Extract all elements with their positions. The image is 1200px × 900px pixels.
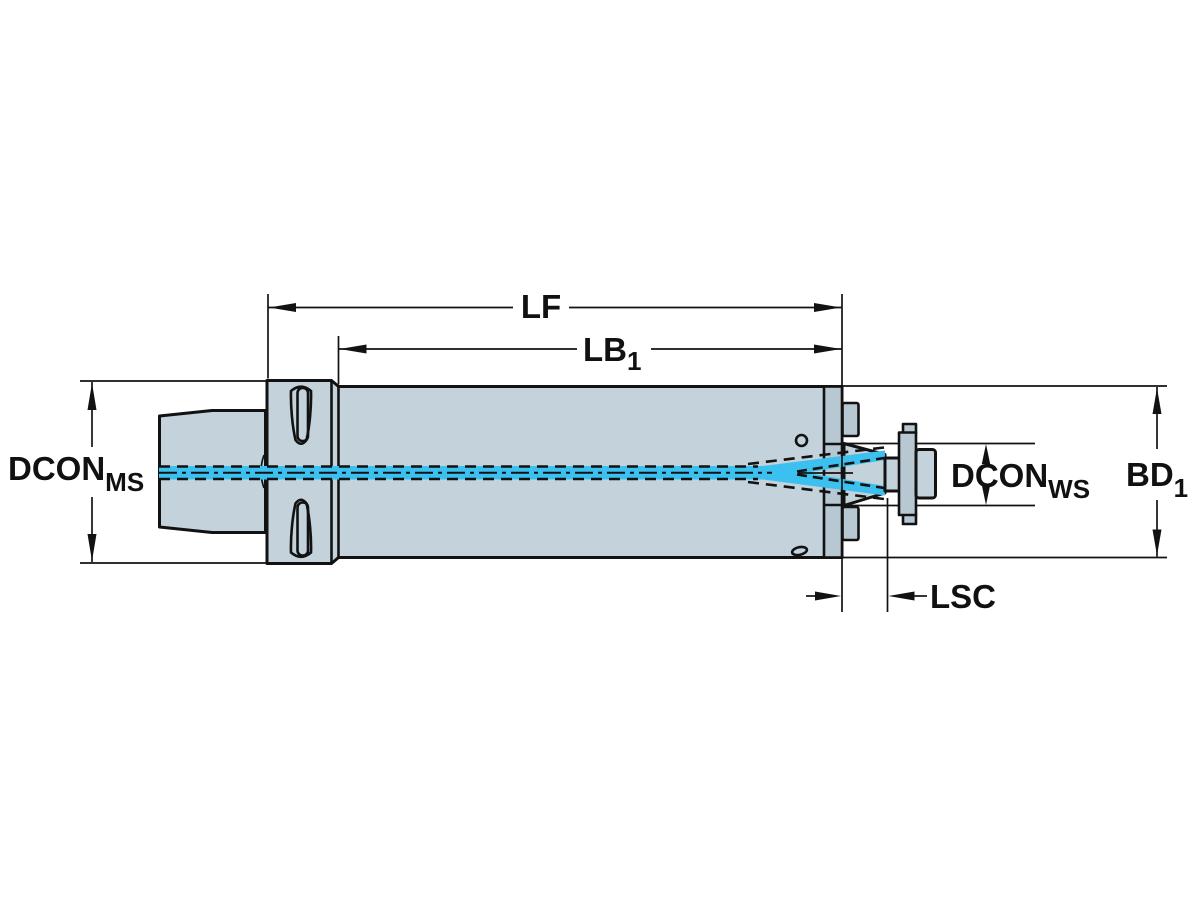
tool-body-group <box>158 379 1035 612</box>
dimensions-group: LF LB1 DCONMS <box>8 288 1188 615</box>
body-hole <box>794 433 809 448</box>
lb1-arrow-right <box>814 344 841 354</box>
flange-slot-top <box>289 385 313 446</box>
lf-arrow-left <box>269 303 296 312</box>
coolant-dash-upper-outer <box>747 446 885 466</box>
coolant-y-split <box>763 450 885 496</box>
screw-block-bottom <box>841 505 860 542</box>
ws-collar <box>897 422 918 526</box>
flange-slot-top-inner <box>296 386 310 443</box>
dcon-ms-label: DCONMS <box>8 450 144 497</box>
coolant-main-bore <box>159 466 775 480</box>
dimension-lb1: LB1 <box>337 331 842 385</box>
dimension-dcon-ms: DCONMS <box>8 380 266 564</box>
bd1-label: BD1 <box>1126 456 1188 503</box>
coolant-dash-upper-inner <box>796 456 885 473</box>
body-mark <box>790 545 809 557</box>
lsc-label: LSC <box>930 578 996 615</box>
lf-label: LF <box>521 288 561 325</box>
screw-block-top <box>841 401 860 438</box>
lsc-arrow-right <box>815 591 841 601</box>
ws-neck <box>883 456 901 493</box>
end-plate <box>822 385 844 559</box>
lb1-arrow-left <box>339 344 367 354</box>
dimension-dcon-ws: DCONWS <box>951 444 1090 505</box>
flange-slot-bottom <box>289 498 313 559</box>
bd1-arrow-down <box>1152 529 1162 556</box>
dimension-bd1: BD1 <box>843 385 1188 559</box>
coolant-dash-lower-inner <box>796 473 885 490</box>
coolant-channel <box>159 446 885 501</box>
dcon-ws-arrow-up <box>981 444 991 464</box>
ws-clamping-nut <box>914 448 937 500</box>
flange-slot-bottom-inner <box>296 501 310 557</box>
dcon-ms-arrow-up <box>87 383 97 410</box>
lsc-arrow-left <box>888 591 915 601</box>
dimension-lsc: LSC <box>806 578 996 615</box>
bd1-arrow-up <box>1152 388 1162 414</box>
lf-arrow-right <box>814 303 841 312</box>
dcon-ws-label: DCONWS <box>951 457 1090 504</box>
coolant-dash-lower-outer <box>747 480 885 501</box>
dcon-ms-arrow-down <box>87 534 97 561</box>
dimension-lf: LF <box>267 288 842 379</box>
ws-collar-ring <box>897 431 918 517</box>
dcon-ws-arrow-down <box>981 485 991 505</box>
lb1-label: LB1 <box>583 331 641 376</box>
